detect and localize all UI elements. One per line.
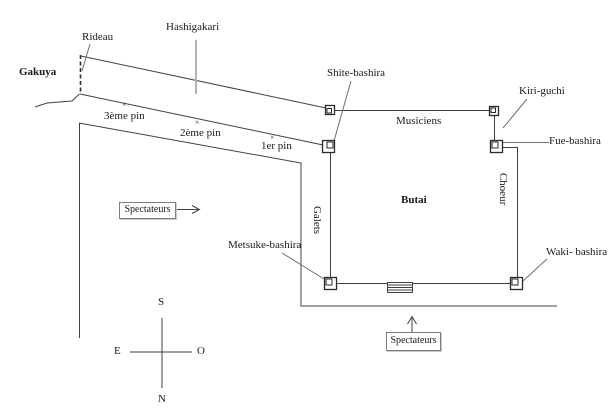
compass-south-label: S [158,296,165,308]
fue-bashira-pillar [489,139,504,154]
fue-bashira-label: Fue-bashira [549,135,601,147]
first-pine-marker: × [270,133,275,142]
third-pine-marker: × [122,100,127,109]
first-pine-label: 1er pin [261,140,292,152]
butai-label: Butai [401,194,427,206]
second-pine-marker: × [195,118,200,127]
metsuke-bashira-pillar [323,276,338,291]
shite-bashira-pillar [321,139,336,154]
second-pine-label: 2ème pin [180,127,221,139]
metsuke-bashira-label: Metsuke-bashira [228,239,302,251]
choeur-label: Choeur [497,172,510,206]
third-pine-label: 3ème pin [104,110,145,122]
compass-cross [130,318,192,388]
compass-west-label: O [197,345,205,357]
waki-bashira-label: Waki- bashira [546,246,608,258]
waki-bashira-pillar [509,276,524,291]
left-audience-box: Spectateurs [119,202,176,219]
back-left-pillar [324,104,336,116]
compass-east-label: E [114,345,121,357]
gakuya-wall [34,93,80,108]
kiri-guchi-pillar [488,105,500,117]
outer-boundary-lines [78,122,557,338]
stage-steps [387,282,413,293]
hashigakari-bridge-lines [79,55,327,146]
compass-north-label: N [158,393,166,405]
bottom-audience-box: Spectateurs [386,332,441,351]
leader-lines [81,43,549,282]
hashigakari-label: Hashigakari [166,21,220,33]
kiri-guchi-label: Kiri-guchi [519,85,565,97]
musiciens-label: Musiciens [396,115,442,127]
butai-outline [330,110,518,284]
left-audience-arrow [174,205,201,214]
shite-bashira-label: Shite-bashira [327,67,386,79]
rideau-label: Rideau [82,31,114,43]
bottom-audience-arrow [407,315,417,332]
galets-label: Galets [311,205,324,235]
gakuya-label: Gakuya [19,66,57,78]
